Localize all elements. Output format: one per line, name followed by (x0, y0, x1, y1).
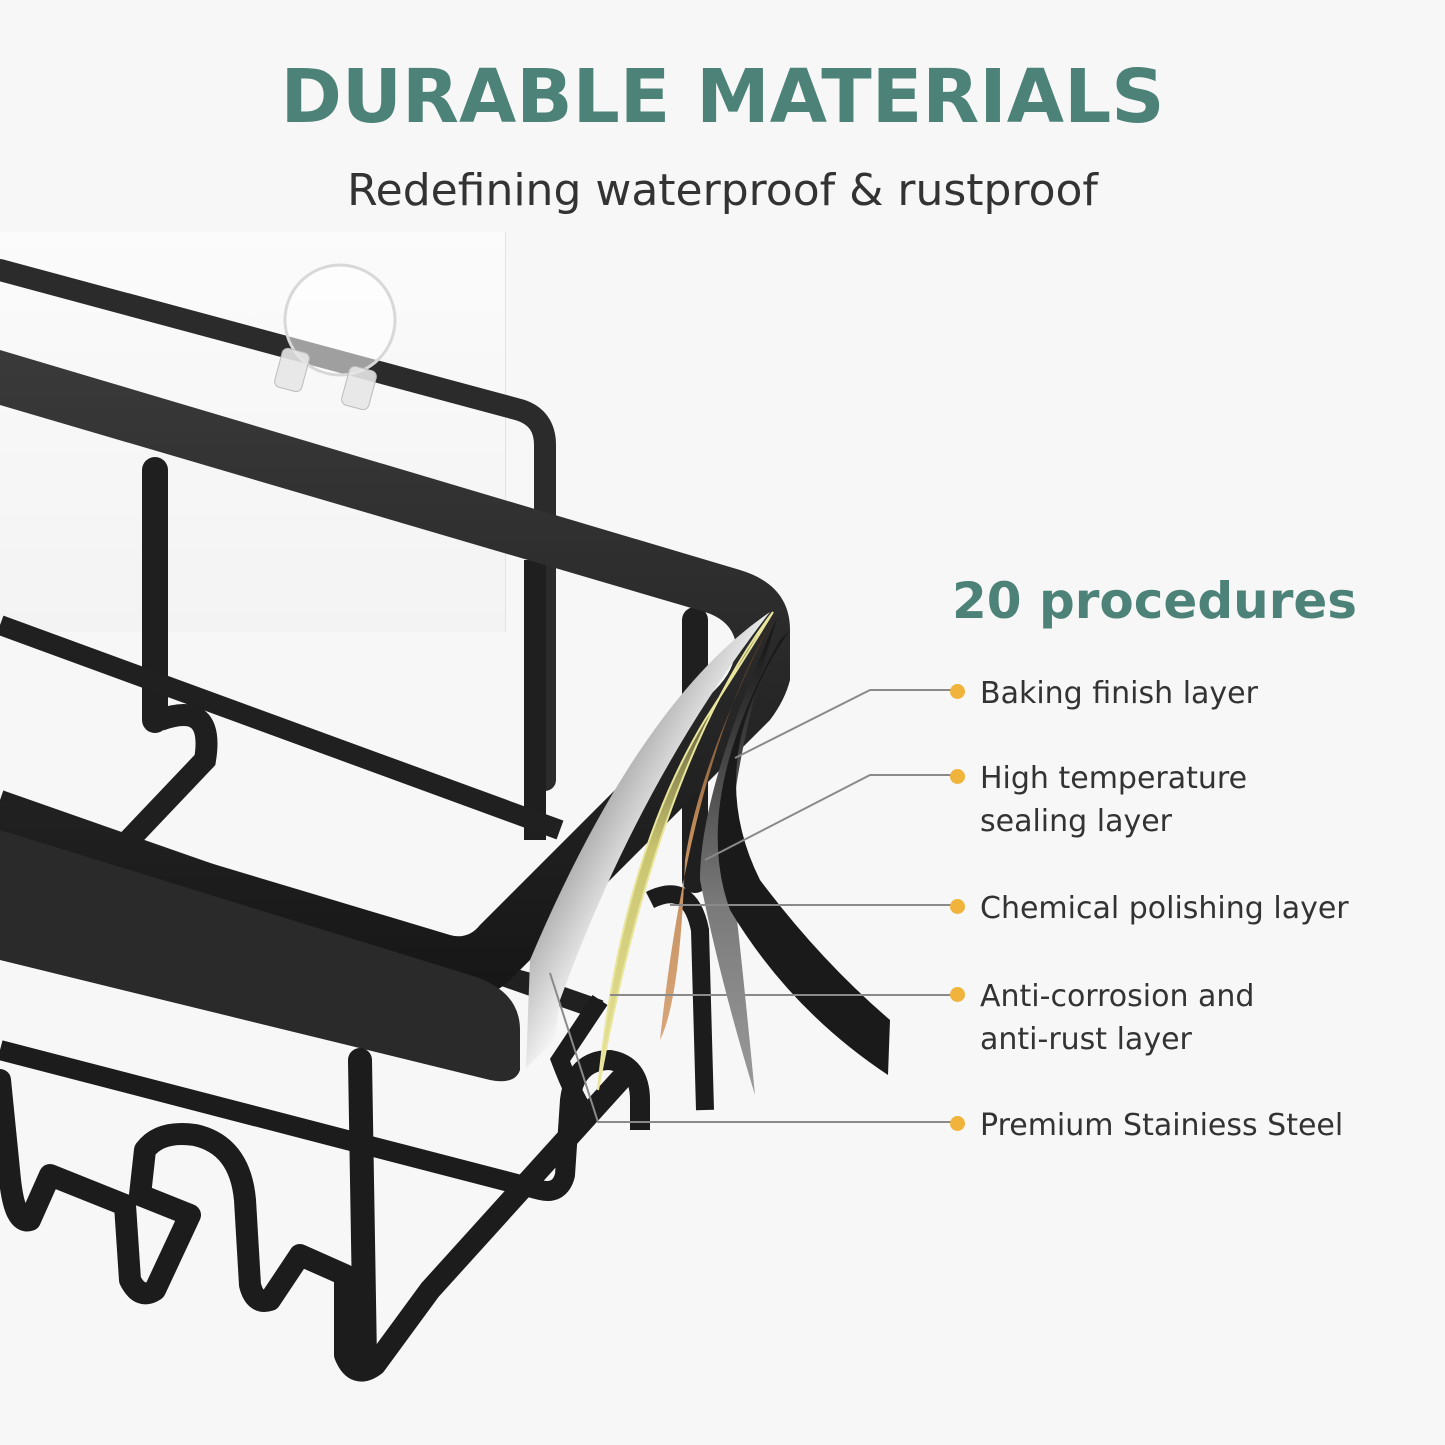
layer-item-chemical-polishing: Chemical polishing layer (950, 887, 1349, 930)
bullet-dot-icon (950, 769, 965, 784)
bullet-dot-icon (950, 684, 965, 699)
bullet-dot-icon (950, 1116, 965, 1131)
layer-label: Anti-corrosion and anti-rust layer (980, 979, 1255, 1057)
layer-label: Baking finish layer (980, 676, 1258, 711)
layer-item-baking-finish: Baking finish layer (950, 672, 1258, 715)
layer-label: Chemical polishing layer (980, 891, 1349, 926)
layer-item-anti-corrosion: Anti-corrosion and anti-rust layer (950, 975, 1254, 1061)
bullet-dot-icon (950, 899, 965, 914)
layer-item-stainless-steel: Premium Stainiess Steel (950, 1104, 1343, 1147)
bullet-dot-icon (950, 987, 965, 1002)
page-title: DURABLE MATERIALS (280, 54, 1165, 140)
layer-label: Premium Stainiess Steel (980, 1108, 1344, 1143)
layer-item-high-temperature-sealing: High temperature sealing layer (950, 757, 1247, 843)
layer-label: High temperature sealing layer (980, 761, 1248, 839)
procedures-title: 20 procedures (952, 572, 1358, 630)
page-subtitle: Redefining waterproof & rustproof (347, 165, 1098, 216)
